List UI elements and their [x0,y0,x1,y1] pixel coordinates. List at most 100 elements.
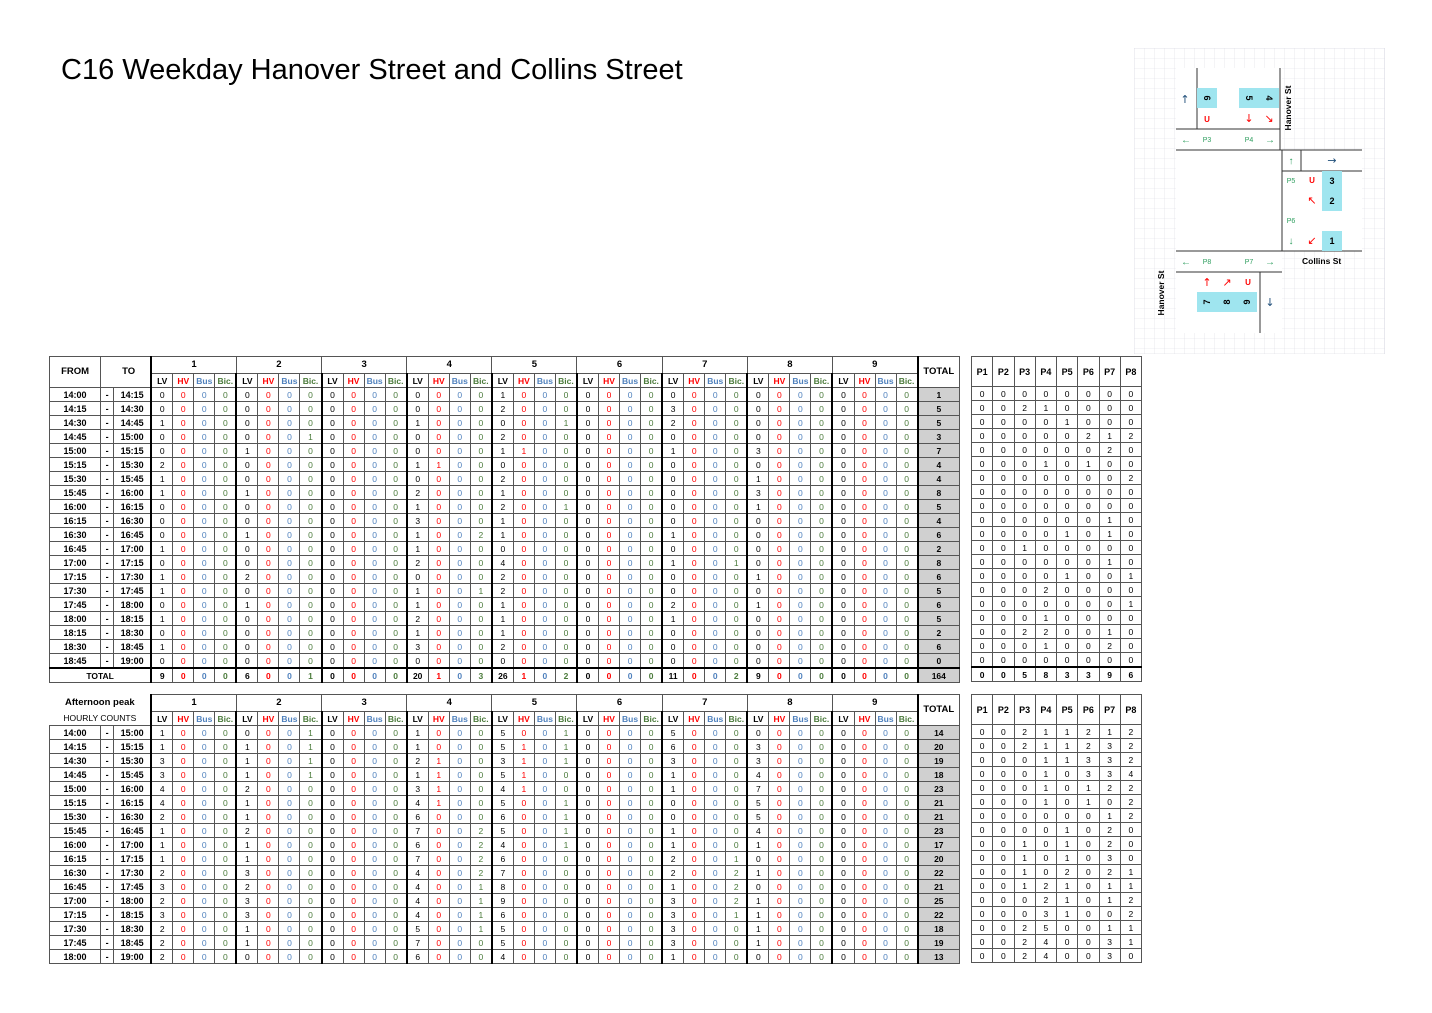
ped-cell: 0 [1055,596,1079,611]
count-cell: 0 [683,865,706,880]
count-cell: 0 [768,949,791,964]
count-cell: 0 [448,485,471,500]
count-cell: 0 [874,485,897,500]
count-cell: 0 [810,401,833,416]
count-cell: 0 [384,401,408,416]
count-cell: 0 [427,485,450,500]
count-cell: 0 [576,597,600,612]
count-cell: 0 [172,837,195,852]
count-cell: 0 [512,921,535,936]
count-cell: 0 [320,781,344,796]
ped-cell: 0 [1077,934,1100,949]
count-cell: 0 [598,611,621,626]
ped-cell: 0 [1098,582,1121,597]
row-total: 2 [916,625,960,640]
count-cell: 0 [640,415,663,430]
ped-cell: 1 [1034,456,1058,471]
count-cell: 0 [831,611,855,626]
row-to: 15:45 [113,471,152,486]
ped-cell: 0 [970,794,994,809]
ped-cell: 1 [1055,724,1079,739]
count-cell: 0 [172,725,195,740]
count-cell: 1 [469,879,493,894]
count-cell: 0 [598,597,621,612]
ped-cell: 0 [1034,414,1058,429]
count-cell: 1 [661,949,685,964]
count-cell: 0 [853,809,876,824]
count-cell: 0 [895,865,919,880]
count-cell: 0 [533,457,556,472]
sub-header-bus: Bus [448,711,471,726]
count-cell: 0 [831,457,855,472]
movement-header-8: 8 [746,694,833,712]
ped-cell: 0 [992,652,1015,668]
count-cell: 3 [235,865,259,880]
street-label-bottom: Hanover St [1156,270,1166,315]
row-from: 15:30 [48,809,102,824]
sub-header-bus: Bus [704,373,727,388]
count-cell: 0 [342,725,365,740]
count-cell: 0 [789,921,812,936]
count-cell: 0 [363,935,386,950]
count-cell: 0 [320,513,344,528]
count-cell: 0 [725,753,748,768]
total-header: TOTAL [916,694,960,726]
count-cell: 0 [193,471,216,486]
count-cell: 0 [320,879,344,894]
count-cell: 0 [533,879,556,894]
count-cell: 0 [214,823,237,838]
ped-cell: 0 [992,526,1015,541]
count-cell: 0 [257,725,280,740]
count-cell: 0 [640,485,663,500]
count-cell: 0 [640,569,663,584]
count-cell: 6 [405,837,429,852]
count-cell: 0 [172,851,195,866]
count-cell: 0 [810,541,833,556]
count-cell: 1 [746,569,770,584]
count-cell: 0 [810,639,833,654]
count-cell: 0 [427,401,450,416]
row-total: 21 [916,795,960,810]
count-cell: 0 [214,471,237,486]
count-cell: 0 [874,823,897,838]
count-cell: 3 [405,513,429,528]
count-cell: 0 [384,415,408,430]
count-cell: 0 [150,597,174,612]
count-cell: 0 [810,485,833,500]
ped-header-p3: P3 [1013,356,1036,387]
ped-cell: 0 [1119,624,1143,639]
count-cell: 0 [576,837,600,852]
ped-cell: 0 [992,442,1015,457]
row-dash: - [100,597,114,612]
count-cell: 0 [257,555,280,570]
count-cell: 3 [235,907,259,922]
sub-header-bic: Bic. [299,373,323,388]
ped-cell: 2 [1013,738,1036,753]
sub-header-lv: LV [490,373,514,388]
count-cell: 0 [704,555,727,570]
count-cell: 0 [895,541,919,556]
count-cell: 0 [789,851,812,866]
count-cell: 1 [150,541,174,556]
count-cell: 0 [172,809,195,824]
ped-cell: 2 [1119,794,1143,809]
row-from: 16:30 [48,527,102,542]
count-cell: 0 [320,499,344,514]
count-cell: 0 [320,457,344,472]
count-cell: 0 [725,823,748,838]
count-cell: 1 [725,851,748,866]
count-cell: 1 [427,795,450,810]
ped-cell: 0 [1013,652,1036,668]
ped-cell: 0 [1098,568,1121,583]
count-cell: 2 [235,781,259,796]
count-cell: 0 [214,795,237,810]
count-cell: 0 [853,471,876,486]
count-cell: 3 [150,907,174,922]
row-dash: - [100,457,114,472]
ped-cell: 0 [1077,526,1100,541]
count-cell: 0 [554,541,578,556]
row-dash: - [100,485,114,500]
